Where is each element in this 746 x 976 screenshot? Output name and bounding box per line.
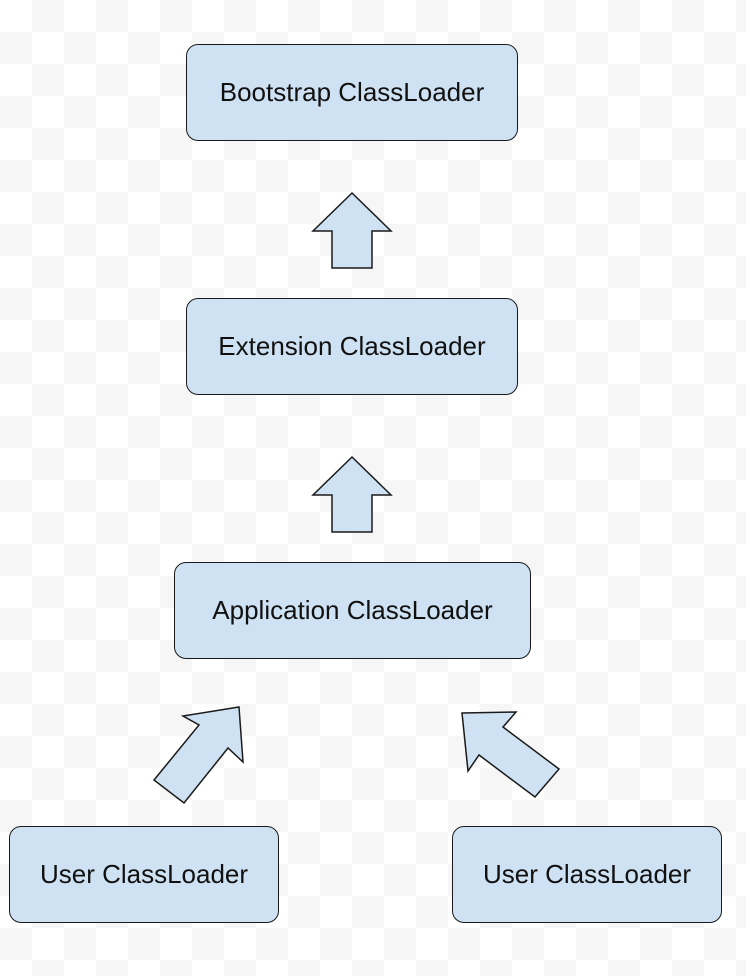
user-classloader-node-right: User ClassLoader [452, 826, 722, 923]
arrow-user-left-to-application [152, 706, 244, 805]
arrow-extension-to-bootstrap [311, 191, 393, 269]
extension-classloader-node: Extension ClassLoader [186, 298, 518, 395]
arrow-application-to-extension [311, 455, 393, 533]
bootstrap-classloader-node: Bootstrap ClassLoader [186, 44, 518, 141]
application-classloader-node: Application ClassLoader [174, 562, 531, 659]
arrow-user-right-to-application [461, 711, 561, 799]
user-classloader-node-left: User ClassLoader [9, 826, 279, 923]
